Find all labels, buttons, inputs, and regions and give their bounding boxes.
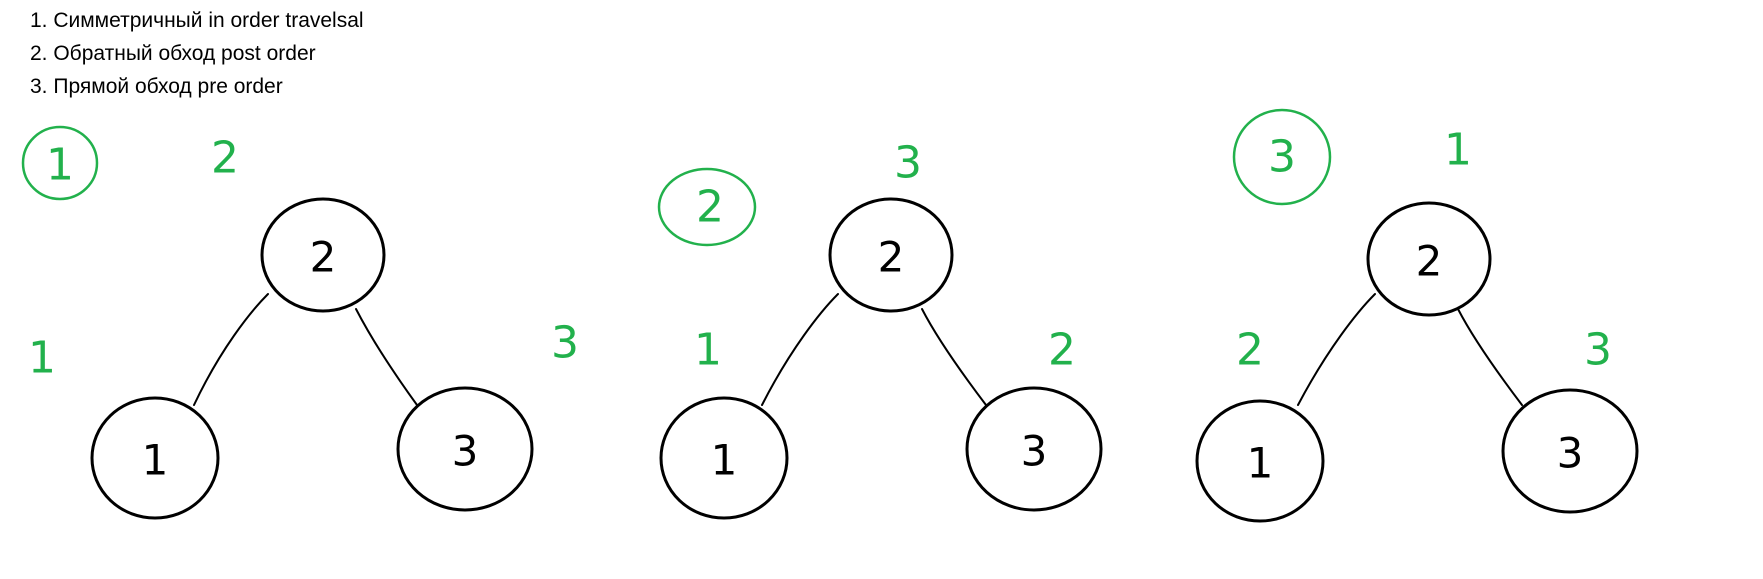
node-right-label: 3	[452, 427, 479, 476]
visit-order-right: 3	[1584, 325, 1612, 376]
edge-root-left	[1297, 293, 1376, 406]
node-right-label: 3	[1021, 427, 1048, 476]
node-left	[90, 396, 220, 520]
node-root	[260, 197, 386, 313]
traversal-number-circle	[1232, 108, 1332, 206]
node-root	[828, 197, 954, 313]
node-right-label: 3	[1557, 429, 1584, 478]
traversal-number-circle	[657, 167, 757, 247]
visit-order-left: 1	[694, 325, 722, 376]
visit-order-root: 2	[211, 133, 239, 184]
edge-root-right	[1457, 308, 1523, 406]
traversal-number-circle	[21, 125, 99, 201]
legend-line-postorder: 2. Обратный обход post order	[30, 42, 316, 65]
node-root-label: 2	[878, 233, 905, 282]
node-left-label: 1	[1247, 439, 1274, 488]
visit-order-root: 1	[1444, 125, 1472, 176]
traversal-number: 3	[1268, 132, 1296, 183]
visit-order-left: 1	[28, 333, 56, 384]
diagram-inorder: 1 2 1 3 2 1 3	[21, 125, 579, 520]
node-right	[965, 386, 1103, 512]
visit-order-left: 2	[1236, 325, 1264, 376]
traversal-legend: 1. Симметричный in order travelsal 2. Об…	[30, 4, 364, 103]
visit-order-root: 3	[894, 138, 922, 189]
visit-order-right: 2	[1048, 325, 1076, 376]
node-right	[1501, 388, 1639, 514]
legend-line-inorder: 1. Симметричный in order travelsal	[30, 9, 364, 32]
edge-root-right	[355, 308, 418, 406]
node-root-label: 2	[1416, 237, 1443, 286]
diagram-postorder: 2 3 1 2 2 1 3	[657, 138, 1103, 520]
node-left	[659, 396, 789, 520]
visit-order-right: 3	[551, 318, 579, 369]
edge-root-left	[761, 293, 839, 406]
traversal-number: 2	[696, 182, 724, 233]
node-left-label: 1	[142, 436, 169, 485]
node-left	[1195, 399, 1325, 523]
traversal-number: 1	[46, 140, 74, 191]
edge-root-left	[193, 293, 269, 406]
diagram-preorder: 3 1 2 3 2 1 3	[1195, 108, 1639, 523]
node-right	[396, 386, 534, 512]
node-root	[1366, 201, 1492, 317]
edge-root-right	[921, 308, 987, 406]
legend-line-preorder: 3. Прямой обход pre order	[30, 75, 283, 98]
node-left-label: 1	[711, 436, 738, 485]
node-root-label: 2	[310, 233, 337, 282]
